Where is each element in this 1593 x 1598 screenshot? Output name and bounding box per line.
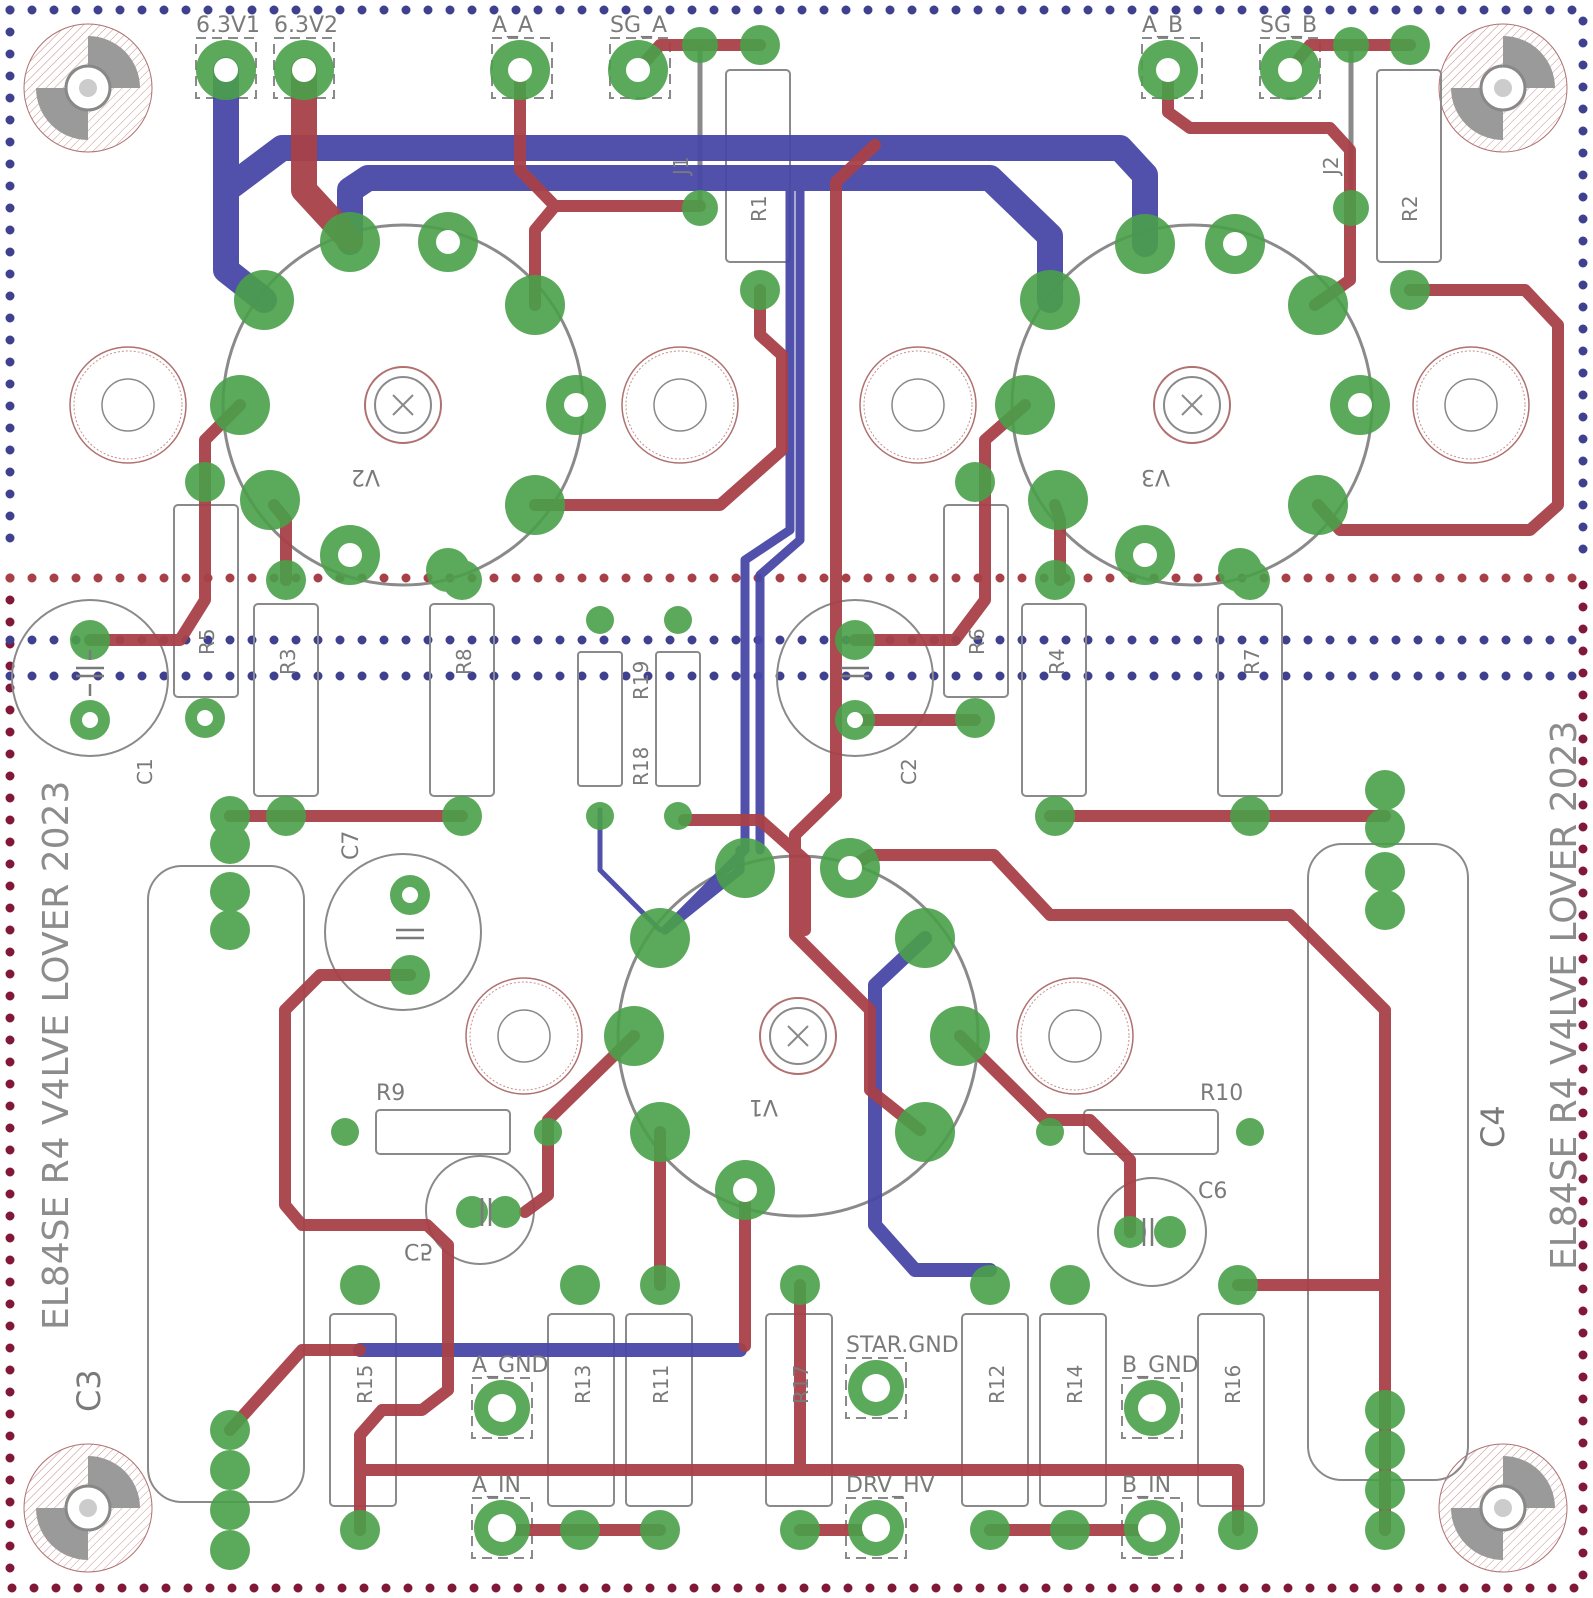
label-a-b: A_B xyxy=(1142,13,1183,38)
label-6v3-2: 6.3V2 xyxy=(274,13,338,38)
label-r17: R17 xyxy=(789,1365,813,1404)
label-c7: C7 xyxy=(339,831,364,860)
label-v2: V2 xyxy=(351,464,380,489)
label-c5: C5 xyxy=(404,1238,433,1263)
socket-centers xyxy=(364,366,1231,1075)
mount-hole-tl xyxy=(23,23,153,153)
label-a-gnd: A_GND xyxy=(472,1353,549,1378)
label-r2: R2 xyxy=(1398,195,1422,222)
label-r15: R15 xyxy=(353,1365,377,1404)
label-star-gnd: STAR.GND xyxy=(846,1333,959,1358)
label-r10: R10 xyxy=(1200,1081,1243,1106)
label-drv-hv: DRV_HV xyxy=(846,1473,935,1498)
label-b-gnd: B_GND xyxy=(1122,1353,1199,1378)
label-r14: R14 xyxy=(1063,1365,1087,1404)
label-r18: R18 xyxy=(629,747,653,786)
label-r8: R8 xyxy=(452,648,476,675)
label-r19: R19 xyxy=(629,661,653,700)
label-v3: V3 xyxy=(1141,464,1170,489)
label-r7: R7 xyxy=(1240,648,1264,675)
label-r16: R16 xyxy=(1221,1365,1245,1404)
label-r6: R6 xyxy=(965,628,989,655)
mount-hole-br xyxy=(1438,1443,1568,1573)
label-r4: R4 xyxy=(1045,648,1069,675)
mount-hole-tr xyxy=(1438,23,1568,153)
label-c1: C1 xyxy=(133,758,157,785)
label-v1: V1 xyxy=(749,1094,778,1119)
label-r1: R1 xyxy=(747,195,771,222)
label-j2: J2 xyxy=(1319,156,1343,177)
label-sg-a: SG_A xyxy=(610,13,667,38)
mount-hole-bl xyxy=(23,1443,153,1573)
pad-holes xyxy=(82,58,1372,1542)
label-b-in: B_IN xyxy=(1122,1473,1171,1498)
label-j1: J1 xyxy=(669,156,693,177)
silkscreen-labels: 6.3V1 6.3V2 A_A SG_A A_B SG_B J1 J2 R1 R… xyxy=(36,13,1585,1498)
label-c4: C4 xyxy=(1474,1105,1512,1148)
top-traces xyxy=(84,39,1564,1536)
label-a-a: A_A xyxy=(492,13,533,38)
label-a-in: A_IN xyxy=(472,1473,521,1498)
cap-symbols xyxy=(76,650,1154,1246)
label-r13: R13 xyxy=(571,1365,595,1404)
label-r9: R9 xyxy=(376,1081,405,1106)
label-c6: C6 xyxy=(1198,1179,1227,1204)
mounting-holes xyxy=(23,23,1568,1573)
label-c2: C2 xyxy=(897,758,921,785)
label-r5: R5 xyxy=(195,628,219,655)
label-r3: R3 xyxy=(276,648,300,675)
label-c3: C3 xyxy=(70,1369,108,1412)
label-sg-b: SG_B xyxy=(1260,13,1317,38)
label-r12: R12 xyxy=(985,1365,1009,1404)
socket-holes xyxy=(69,346,1530,1095)
board-title-left: EL84SE R4 V4LVE LOVER 2023 xyxy=(36,781,77,1330)
label-r11: R11 xyxy=(649,1365,673,1404)
label-6v3-1: 6.3V1 xyxy=(196,13,260,38)
board-title-right: EL84SE R4 V4LVE LOVER 2023 xyxy=(1544,721,1585,1270)
